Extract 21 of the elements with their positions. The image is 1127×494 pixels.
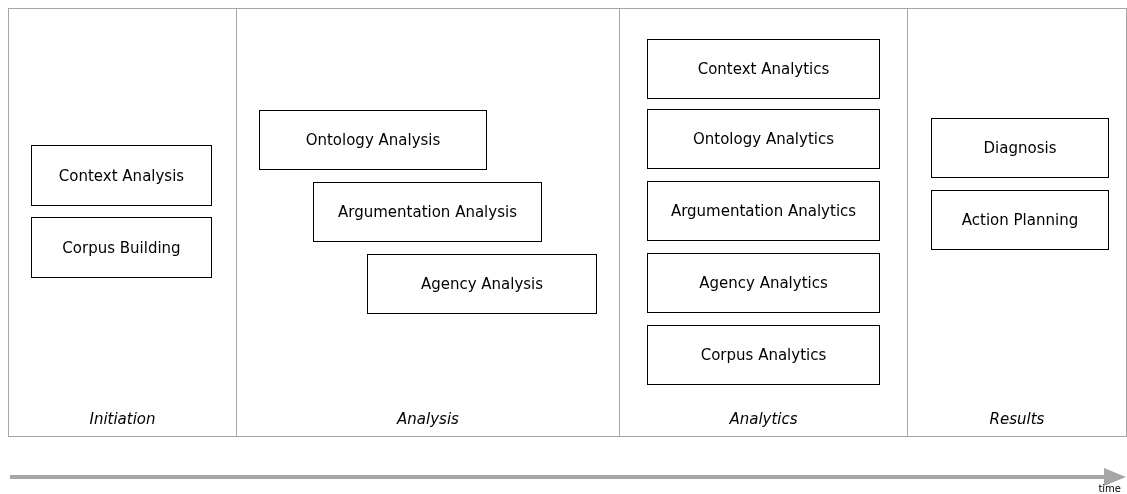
activity-box: Corpus Building [31,217,212,278]
activity-box: Ontology Analytics [647,109,880,169]
activity-box: Argumentation Analysis [313,182,542,242]
phase-title: Analysis [397,410,459,428]
activity-box: Context Analysis [31,145,212,206]
activity-box: Corpus Analytics [647,325,880,385]
activity-box: Ontology Analysis [259,110,487,170]
axis-label: time [1098,483,1121,494]
activity-box: Agency Analysis [367,254,597,314]
phase-column [236,8,620,437]
phase-column [907,8,1127,437]
activity-box: Diagnosis [931,118,1109,178]
phase-title: Initiation [89,410,156,428]
phase-title: Results [989,410,1045,428]
phase-column [8,8,237,437]
activity-box: Agency Analytics [647,253,880,313]
activity-box: Context Analytics [647,39,880,99]
activity-box: Action Planning [931,190,1109,250]
activity-box: Argumentation Analytics [647,181,880,241]
phase-column [619,8,908,437]
phase-title: Analytics [729,410,798,428]
